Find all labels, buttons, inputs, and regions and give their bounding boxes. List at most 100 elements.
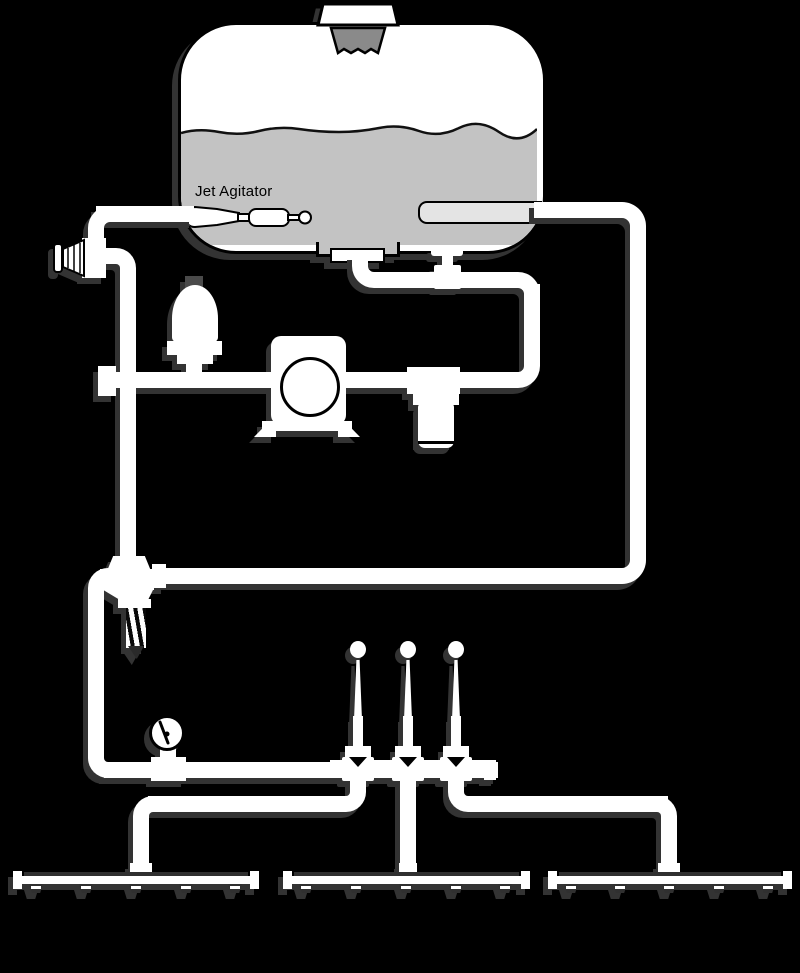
valve1-stem [353, 716, 363, 748]
nozzle-tip [763, 886, 773, 889]
elbow [643, 796, 677, 830]
valve1-lever [354, 660, 362, 720]
right-boom-feed-pipe [474, 796, 668, 812]
jet-agitator [184, 205, 312, 229]
nozzle-tip [81, 886, 91, 889]
boom-feed-downpipe [88, 598, 104, 752]
nozzle-tip [615, 886, 625, 889]
valve3-flange [443, 746, 469, 759]
boom-endcap [283, 871, 292, 889]
lid-cap [316, 2, 400, 27]
nozzle-tip [451, 886, 461, 889]
center-boom-rail-shade [294, 872, 519, 876]
boom-endcap [13, 871, 22, 889]
pump-foot-left [254, 428, 276, 437]
boom-endcap [548, 871, 557, 889]
valve3-notch [447, 757, 465, 767]
nozzle-tip [230, 886, 240, 889]
center-boom-drop-pipe [400, 780, 416, 878]
regulator-feed-pipe [120, 372, 136, 560]
valve3-stem [451, 716, 461, 748]
regulator-flange-bottom [118, 599, 151, 608]
bypass-pipe [164, 568, 616, 584]
agitator-valve-cone [53, 238, 85, 278]
left-boom-feed-pipe [148, 796, 340, 812]
regulator-spring-tip [128, 646, 144, 659]
return-tube [418, 201, 542, 224]
pump-base [262, 421, 352, 431]
valve2-port-left [380, 760, 392, 778]
elbow [133, 796, 167, 830]
return-riser-pipe [630, 230, 646, 556]
jet-agitator-label: Jet Agitator [195, 183, 273, 200]
manifold-end-collar [484, 760, 496, 780]
tank: Jet Agitator [178, 22, 546, 254]
agitator-riser-pipe [120, 278, 136, 378]
boom-endcap [521, 871, 530, 889]
strainer-bowl [418, 404, 454, 448]
lid-basket [329, 26, 387, 55]
nozzle-tip [301, 886, 311, 889]
nozzle-tip [401, 886, 411, 889]
valve1-port-left [330, 760, 342, 778]
cross-fitting-cap [98, 366, 116, 396]
shutoff-valve-body [434, 265, 461, 289]
boom-section-left [18, 876, 254, 884]
valve3-port-right [472, 760, 484, 778]
valve2-notch [399, 757, 417, 767]
gauge-tee [151, 757, 186, 781]
nozzle-tip [566, 886, 576, 889]
regulator-spring [126, 608, 146, 648]
agitator-valve-body [82, 238, 106, 278]
regulator-flange-top [107, 556, 151, 571]
boom-section-right [553, 876, 787, 884]
valve2-flange [395, 746, 421, 759]
boom-endcap [783, 871, 792, 889]
valve2-knob [400, 641, 416, 658]
left-boom-rail-shade [24, 872, 248, 876]
return-pipe-top [534, 202, 618, 218]
valve2-stem [403, 716, 413, 748]
elbow [448, 778, 482, 812]
elbow [612, 550, 646, 584]
valve3-lever [452, 660, 460, 720]
pump-housing-circle [280, 357, 340, 417]
strainer-tee [407, 367, 460, 394]
nozzle-tip [500, 886, 510, 889]
valve1-knob [350, 641, 366, 658]
boom-endcap [250, 871, 259, 889]
strainer-flange [413, 391, 459, 405]
elbow [506, 272, 540, 306]
strainer-seam [418, 441, 454, 444]
shutoff-valve-stem [442, 255, 453, 269]
elbow [352, 254, 386, 288]
shutoff-valve-handle [431, 247, 463, 256]
dampener-dome [172, 285, 218, 343]
valve1-notch [349, 757, 367, 767]
bypass-collar [152, 564, 166, 588]
nozzle-tip [714, 886, 724, 889]
nozzle-tip [131, 886, 141, 889]
pump-foot-right [338, 428, 360, 437]
pressure-gauge [149, 715, 185, 751]
dampener-stem [186, 358, 202, 376]
nozzle-tip [31, 886, 41, 889]
valve3-knob [448, 641, 464, 658]
pump-outlet-pipe [100, 372, 272, 388]
elbow [88, 206, 122, 240]
tank-lid [316, 2, 400, 55]
valve1-flange [345, 746, 371, 759]
elbow [104, 248, 136, 282]
elbow [334, 778, 366, 812]
nozzle-tip [664, 886, 674, 889]
valve3-port-left [428, 760, 440, 778]
nozzle-tip [351, 886, 361, 889]
elbow [88, 568, 122, 602]
dampener-ring [167, 341, 222, 355]
nozzle-tip [181, 886, 191, 889]
right-boom-rail-shade [559, 872, 781, 876]
boom-section-center [288, 876, 525, 884]
